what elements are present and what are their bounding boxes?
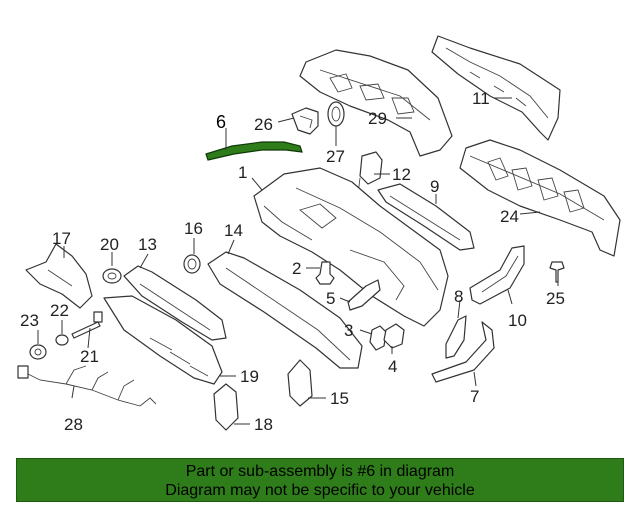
- banner-line-2: Diagram may not be specific to your vehi…: [165, 482, 475, 499]
- label-25: 25: [546, 289, 565, 308]
- part-9-shape: [377, 183, 475, 251]
- label-19: 19: [240, 367, 259, 386]
- label-28: 28: [64, 415, 83, 434]
- label-8: 8: [454, 287, 463, 306]
- label-23: 23: [20, 311, 39, 330]
- label-16: 16: [184, 219, 203, 238]
- label-15: 15: [330, 389, 349, 408]
- part-20-shape: [102, 268, 122, 284]
- part-22-shape: [55, 334, 69, 346]
- part-16-shape: [183, 254, 201, 274]
- part-28-shape: [17, 365, 157, 407]
- part-19-shape: [103, 295, 223, 385]
- part-2-shape: [315, 261, 335, 285]
- label-4: 4: [388, 357, 397, 376]
- part-18-shape: [213, 383, 239, 431]
- label-12: 12: [392, 165, 411, 184]
- label-13: 13: [138, 235, 157, 254]
- label-1: 1: [238, 163, 247, 182]
- part-27-shape: [327, 101, 345, 127]
- part-26-shape: [291, 107, 319, 135]
- part-23-shape: [29, 344, 47, 360]
- callout-labels: 1 2 3 4 5 6 7 8 9 10 11 12 13 14 15 16 1…: [20, 89, 565, 434]
- part-25-shape: [549, 261, 565, 283]
- label-5: 5: [326, 289, 335, 308]
- part-8-shape: [445, 315, 467, 359]
- part-3-shape: [369, 325, 387, 351]
- label-7: 7: [470, 387, 479, 406]
- part-1-shape: [253, 167, 449, 327]
- label-22: 22: [50, 301, 69, 320]
- part-14-shape: [207, 251, 363, 369]
- label-6: 6: [216, 112, 226, 132]
- parts-diagram: 1 2 3 4 5 6 7 8 9 10 11 12 13 14 15 16 1…: [17, 35, 621, 434]
- label-21: 21: [80, 347, 99, 366]
- part-15-shape: [287, 359, 313, 407]
- label-2: 2: [292, 259, 301, 278]
- label-14: 14: [224, 221, 243, 240]
- part-7-shape: [431, 321, 495, 383]
- label-24: 24: [500, 207, 519, 226]
- part-29-shape: [299, 49, 453, 157]
- label-20: 20: [100, 235, 119, 254]
- label-11: 11: [472, 89, 490, 108]
- part-21-shape: [71, 311, 103, 339]
- part-10-shape: [469, 245, 525, 305]
- part-4-shape: [383, 323, 405, 349]
- banner-line-1: Part or sub-assembly is #6 in diagram: [185, 463, 455, 480]
- label-17: 17: [52, 229, 71, 248]
- part-11-shape: [431, 35, 561, 141]
- label-26: 26: [254, 115, 273, 134]
- label-27: 27: [326, 147, 345, 166]
- label-3: 3: [344, 321, 353, 340]
- part-17-shape: [25, 243, 93, 309]
- label-18: 18: [254, 415, 273, 434]
- part-12-shape: [357, 151, 383, 195]
- label-9: 9: [430, 177, 439, 196]
- part-13-shape: [123, 265, 227, 341]
- leader-lines: [37, 97, 559, 425]
- info-banner: Part or sub-assembly is #6 in diagram Di…: [16, 458, 624, 502]
- label-10: 10: [508, 311, 527, 330]
- part-6-highlighted-shape: [205, 141, 303, 161]
- label-29: 29: [368, 109, 387, 128]
- part-24-shape: [459, 139, 621, 257]
- part-5-shape: [347, 279, 381, 311]
